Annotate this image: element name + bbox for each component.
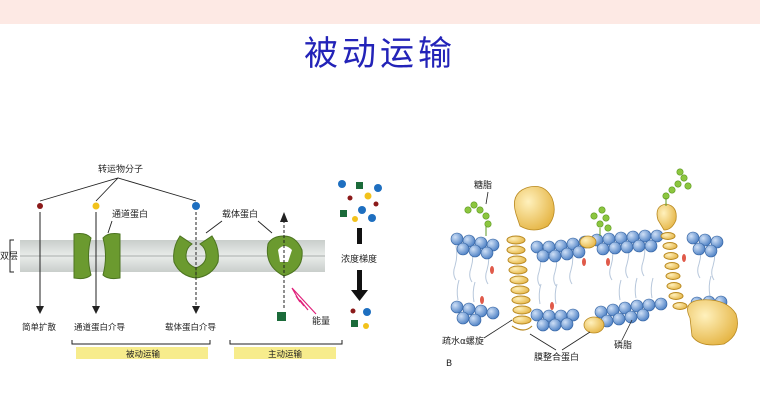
- molecule-label: 转运物分子: [98, 163, 143, 175]
- phospholipid-heads-bottom: [450, 295, 728, 332]
- glycolipid-chains: [464, 168, 692, 232]
- energy-label: 能量: [312, 315, 330, 327]
- integral-protein-right: [656, 203, 677, 231]
- molecule-cluster-top: [338, 180, 382, 222]
- helix-label: 疏水α螺旋: [442, 335, 484, 347]
- energy-zigzag: [291, 287, 317, 315]
- phospholipid-heads-top: [450, 229, 724, 263]
- top-band: [0, 0, 760, 24]
- glycolipid-label: 糖脂: [474, 179, 492, 191]
- passive-highlight: [76, 347, 208, 359]
- peripheral-protein-1: [583, 316, 605, 334]
- molecule-cluster-bottom: [350, 308, 371, 329]
- phospholipid-label: 磷脂: [614, 339, 632, 351]
- integral-protein-label: 膜整合蛋白: [534, 351, 579, 363]
- label-simple-diffusion: 简单扩散: [22, 322, 57, 333]
- channel-protein: [73, 233, 92, 280]
- molecule-yellow: [92, 202, 100, 210]
- active-highlight: [234, 347, 336, 359]
- molecule-blue: [192, 202, 200, 210]
- gradient-label: 浓度梯度: [341, 253, 377, 265]
- slide-title: 被动运输: [304, 34, 456, 74]
- label-channel-mediated: 通道蛋白介导: [74, 322, 126, 333]
- membrane-label: 双层: [0, 251, 18, 262]
- label-carrier-mediated: 载体蛋白介导: [165, 322, 217, 333]
- gradient-arrow-head: [351, 290, 368, 301]
- active-label: 主动运输: [268, 349, 303, 360]
- peripheral-protein-2: [579, 235, 597, 249]
- gradient-arrow-shaft: [357, 228, 362, 244]
- membrane-structure-diagram: 糖脂 疏水α螺旋 膜整合蛋白 磷脂 B: [442, 168, 738, 369]
- transport-diagram: 双层 转运物分子 通道蛋白 载体蛋白 能量: [0, 163, 382, 360]
- atp-square: [277, 312, 286, 321]
- carrier-label: 载体蛋白: [222, 208, 258, 220]
- molecule-red: [37, 203, 43, 209]
- panel-letter: B: [446, 359, 452, 369]
- passive-label: 被动运输: [126, 349, 161, 360]
- cholesterol-markers: [480, 254, 686, 310]
- globular-protein-bottom: [687, 299, 738, 346]
- channel-label: 通道蛋白: [112, 208, 148, 220]
- integral-protein-top: [513, 185, 555, 231]
- alpha-helix: [506, 235, 532, 325]
